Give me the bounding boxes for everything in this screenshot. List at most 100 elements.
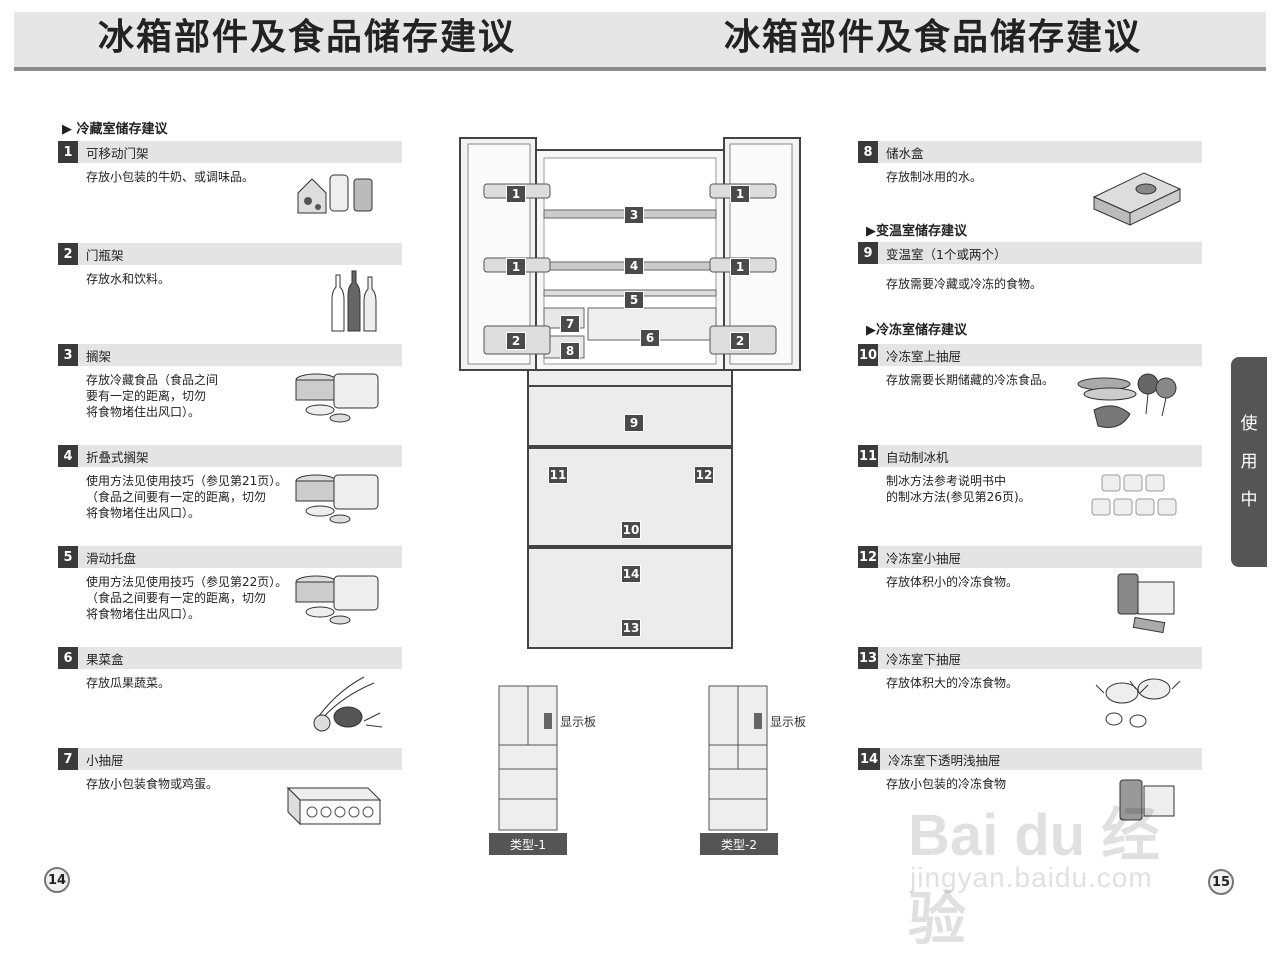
item-number: 2 — [58, 243, 78, 265]
item-title: 变温室（1个或两个） — [886, 246, 1007, 262]
frozen-packs-icon — [1119, 779, 1175, 821]
item-description: 存放需要长期储藏的冷冻食品。 — [886, 373, 1055, 387]
chapter-tab-char: 中 — [1240, 490, 1258, 510]
page-title-right: 冰箱部件及食品储存建议 — [724, 17, 1143, 58]
item-10: 10 冷冻室上抽屉 存放需要长期储藏的冷冻食品。 — [858, 344, 1202, 428]
item-14: 14 冷冻室下透明浅抽屉 存放小包装的冷冻食物 — [858, 748, 1202, 821]
fridge-tag-2: 2 — [506, 332, 526, 350]
item-title: 搁架 — [86, 348, 112, 364]
item-description: 存放小包装的牛奶、或调味品。 — [86, 170, 255, 184]
fridge-diagram: 1 1 3 1 4 1 5 7 6 2 8 2 9 11 12 10 14 13 — [458, 130, 802, 659]
item-title: 滑动托盘 — [86, 550, 137, 566]
chapter-tab-char: 使 — [1240, 414, 1258, 434]
item-number: 9 — [858, 242, 878, 264]
item-number: 11 — [858, 445, 878, 467]
fridge-tag-1: 1 — [730, 185, 750, 203]
item-title: 果菜盒 — [86, 651, 124, 667]
fridge-tag-11: 11 — [548, 466, 568, 484]
food-containers-icon — [295, 575, 379, 625]
fridge-tag-14: 14 — [621, 565, 641, 583]
item-title: 冷冻室小抽屉 — [886, 550, 962, 566]
milk-cans-icon — [297, 174, 373, 214]
item-description: 使用方法见使用技巧（参见第21页）。 （食品之间要有一定的距离，切勿 将食物堵住… — [86, 474, 288, 520]
item-description: 存放需要冷藏或冷冻的食物。 — [886, 277, 1043, 291]
fridge-tag-5: 5 — [624, 291, 644, 309]
small-frozen-packs-icon — [1117, 573, 1175, 634]
baidu-watermark: Bai du 经验 jingyan.baidu.com — [908, 770, 1208, 952]
water-tank-icon — [1092, 172, 1182, 226]
header-rule — [14, 67, 1266, 71]
display-panel-label: 显示板 — [560, 715, 597, 729]
crabs-icon — [1095, 678, 1181, 728]
item-3: 3 搁架 存放冷藏食品（食品之间 要有一定的距离，切勿 将食物堵住出风口）。 — [58, 344, 402, 423]
item-8: 8 储水盒 存放制冰用的水。 — [858, 141, 1202, 226]
item-number: 3 — [58, 344, 78, 366]
fridge-tag-2: 2 — [730, 332, 750, 350]
item-7: 7 小抽屉 存放小包装食物或鸡蛋。 — [58, 748, 402, 826]
item-9: 9 变温室（1个或两个） 存放需要冷藏或冷冻的食物。 — [858, 242, 1202, 292]
item-title: 冷冻室上抽屉 — [886, 348, 962, 364]
item-1: 1 可移动门架 存放小包装的牛奶、或调味品。 — [58, 141, 402, 214]
item-number: 12 — [858, 546, 878, 568]
item-13: 13 冷冻室下抽屉 存放体积大的冷冻食物。 — [858, 647, 1202, 728]
item-title: 自动制冰机 — [886, 449, 949, 465]
food-containers-icon — [295, 373, 379, 423]
vegetables-icon — [313, 676, 383, 732]
fridge-tag-8: 8 — [560, 342, 580, 360]
fridge-tag-6: 6 — [640, 329, 660, 347]
fridge-tag-9: 9 — [624, 414, 644, 432]
item-6: 6 果菜盒 存放瓜果蔬菜。 — [58, 647, 402, 732]
fridge-tag-3: 3 — [624, 206, 644, 224]
item-title: 冷冻室下抽屉 — [886, 651, 962, 667]
item-title: 小抽屉 — [86, 752, 124, 768]
item-description: 存放体积小的冷冻食物。 — [886, 575, 1019, 589]
section-heading-freezer: ▶冷冻室储存建议 — [866, 323, 967, 338]
item-number: 7 — [58, 748, 78, 770]
food-containers-icon — [295, 474, 379, 524]
frozen-meat-fish-icon — [1077, 373, 1177, 428]
model-type-1: 类型-1 — [489, 833, 567, 855]
item-description: 存放体积大的冷冻食物。 — [886, 676, 1019, 690]
item-description: 存放冷藏食品（食品之间 要有一定的距离，切勿 将食物堵住出风口）。 — [86, 373, 219, 419]
item-number: 14 — [858, 748, 880, 770]
item-title: 储水盒 — [886, 145, 924, 161]
item-title: 可移动门架 — [86, 145, 149, 161]
chapter-tab: 使 用 中 — [1231, 357, 1267, 567]
fridge-tag-7: 7 — [560, 315, 580, 333]
item-12: 12 冷冻室小抽屉 存放体积小的冷冻食物。 — [858, 546, 1202, 634]
item-description: 存放小包装食物或鸡蛋。 — [86, 777, 219, 791]
item-number: 13 — [858, 647, 878, 669]
item-number: 4 — [58, 445, 78, 467]
display-panel-label: 显示板 — [770, 715, 807, 729]
fridge-tag-10: 10 — [621, 521, 641, 539]
fridge-tag-12: 12 — [694, 466, 714, 484]
item-description: 制冰方法参考说明书中 的制冰方法(参见第26页)。 — [886, 474, 1031, 504]
chapter-tab-char: 用 — [1240, 452, 1258, 472]
item-number: 8 — [858, 141, 878, 163]
item-number: 6 — [58, 647, 78, 669]
fridge-tag-13: 13 — [621, 619, 641, 637]
item-description: 存放制冰用的水。 — [886, 170, 983, 184]
fridge-tag-1: 1 — [506, 185, 526, 203]
item-description: 存放瓜果蔬菜。 — [86, 676, 171, 690]
bottles-icon — [331, 270, 377, 332]
watermark-logo-text: Bai du 经验 — [908, 803, 1160, 952]
fridge-tag-4: 4 — [624, 257, 644, 275]
item-11: 11 自动制冰机 制冰方法参考说明书中 的制冰方法(参见第26页)。 — [858, 445, 1202, 516]
header-band — [14, 12, 1266, 68]
ice-cubes-icon — [1091, 474, 1177, 516]
fridge-type2-illustration — [708, 685, 768, 831]
page-number-right: 15 — [1208, 869, 1234, 895]
item-title: 门瓶架 — [86, 247, 124, 263]
item-number: 10 — [858, 344, 878, 366]
fridge-tag-1: 1 — [506, 258, 526, 276]
watermark-url: jingyan.baidu.com — [910, 862, 1153, 893]
egg-tray-icon — [286, 786, 382, 826]
item-description: 存放小包装的冷冻食物 — [886, 777, 1007, 791]
fridge-type1-illustration — [498, 685, 558, 831]
item-number: 1 — [58, 141, 78, 163]
item-title: 冷冻室下透明浅抽屉 — [888, 752, 1001, 768]
